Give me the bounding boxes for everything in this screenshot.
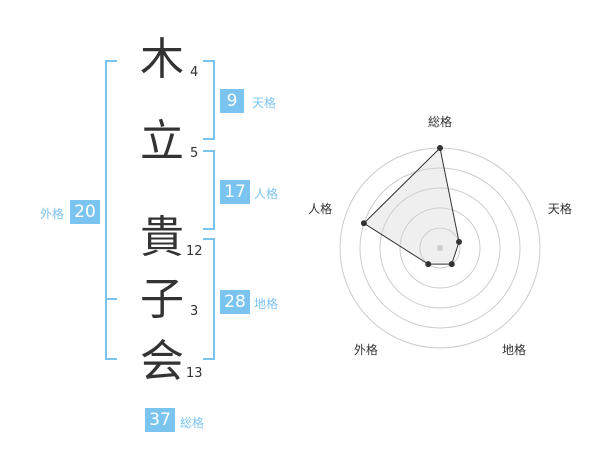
radar-point-3 (448, 261, 455, 268)
stroke-count-4: 3 (190, 304, 199, 319)
name-char-1: 木 (140, 34, 184, 85)
radar-center (437, 245, 443, 251)
jinkaku-bracket (203, 150, 215, 230)
name-char-5: 会 (140, 336, 184, 387)
chikaku-label: 地格 (254, 297, 279, 311)
gaikaku-bracket (105, 60, 117, 360)
radar-ring-2 (399, 207, 481, 289)
gaikaku-badge: 20 (70, 200, 100, 224)
tenkaku-label: 天格 (252, 96, 277, 110)
name-char-3: 貴 (140, 212, 184, 263)
radar-ring-3 (379, 187, 501, 309)
tenkaku-bracket (203, 60, 215, 140)
stroke-count-2: 5 (190, 146, 199, 161)
radar-point-2 (456, 238, 463, 245)
stroke-count-3: 12 (186, 244, 203, 259)
chikaku-badge: 28 (220, 290, 250, 314)
radar-area (363, 146, 460, 265)
gaikaku-bracket-inner (105, 298, 117, 300)
radar-axis-label-1: 総格 (428, 114, 452, 129)
tenkaku-badge: 9 (220, 89, 244, 113)
soukaku-label: 総格 (180, 416, 205, 430)
chikaku-bracket (203, 238, 215, 360)
radar-axis-label-3: 地格 (502, 342, 526, 357)
radar-axis-label-5: 人格 (308, 201, 332, 216)
radar-point-1 (437, 145, 443, 151)
stroke-count-5: 13 (186, 366, 203, 381)
radar-axis-label-2: 天格 (548, 201, 572, 216)
jinkaku-label: 人格 (254, 187, 279, 201)
name-char-2: 立 (140, 116, 184, 167)
jinkaku-badge: 17 (220, 180, 250, 204)
radar-point-5 (360, 220, 367, 227)
radar-ring-4 (359, 167, 521, 329)
soukaku-badge: 37 (145, 408, 175, 432)
stroke-count-1: 4 (190, 65, 199, 80)
radar-axis-label-4: 外格 (354, 342, 378, 357)
radar-ring-1 (419, 227, 461, 269)
gaikaku-label: 外格 (40, 207, 65, 221)
name-char-4: 子 (140, 274, 184, 325)
radar-point-4 (425, 261, 432, 268)
